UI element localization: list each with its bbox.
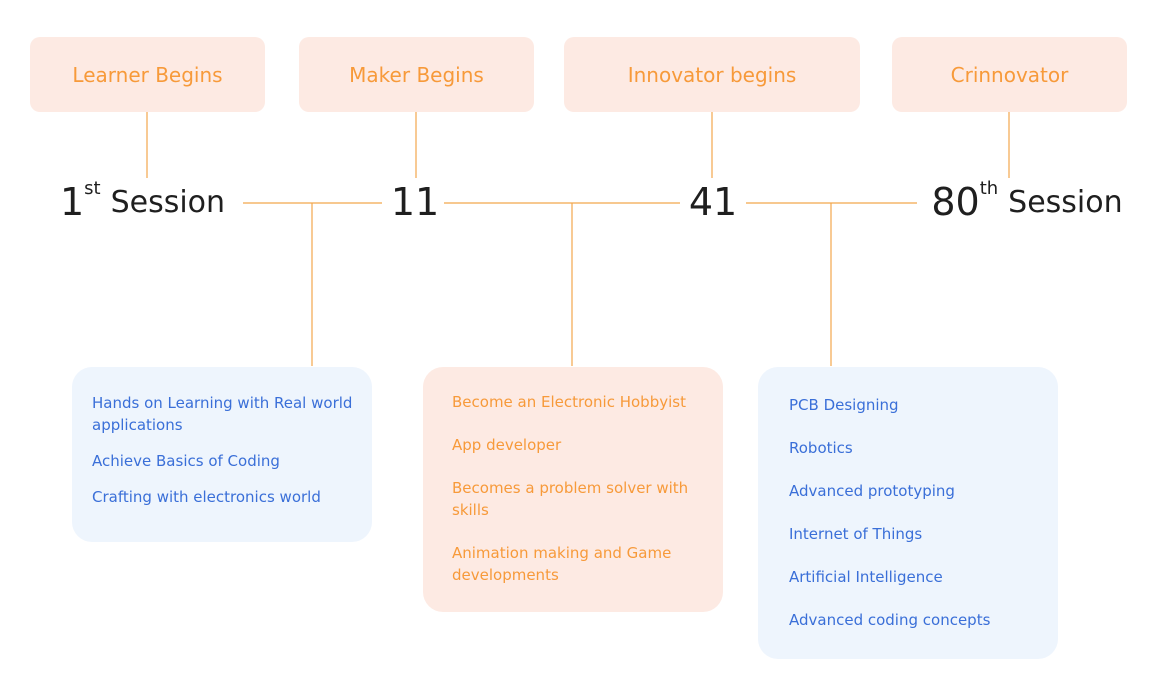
skill-item: Advanced prototyping [789,482,955,500]
skill-list: Become an Electronic Hobbyist App develo… [452,391,709,586]
milestone-number: 11 [390,180,440,224]
skill-list: PCB Designing Robotics Advanced prototyp… [789,394,1044,631]
skill-item: Advanced coding concepts [789,611,991,629]
connector-group [146,112,1010,366]
skill-item: App developer [452,436,562,454]
stage-label: Innovator begins [627,62,797,87]
milestone-41: 41 [682,172,744,232]
skill-item: Hands on Learning with Real world applic… [92,394,353,434]
skill-item: Become an Electronic Hobbyist [452,393,686,411]
milestone-suffix: th [979,177,999,199]
skill-item: Robotics [789,439,853,457]
skill-item: Animation making and Game developments [452,544,672,584]
stage-box-maker: Maker Begins [299,37,534,112]
milestone-number: 41 [688,180,738,224]
skill-item: Internet of Things [789,525,923,543]
stage-label: Learner Begins [72,62,223,87]
innovator-skills-panel: PCB Designing Robotics Advanced prototyp… [758,367,1058,659]
stage-box-learner: Learner Begins [30,37,265,112]
milestone-number: 80 [931,180,980,224]
stage-box-innovator: Innovator begins [564,37,860,112]
milestone-suffix: st [84,177,101,199]
skill-item: Achieve Basics of Coding [92,452,280,470]
milestone-word: Session [110,184,226,220]
skill-item: PCB Designing [789,396,899,414]
milestone-11: 11 [385,172,445,232]
maker-skills-panel: Become an Electronic Hobbyist App develo… [423,367,723,612]
skill-list: Hands on Learning with Real world applic… [92,392,358,508]
skill-item: Artificial Intelligence [789,568,943,586]
stage-box-crinnovator: Crinnovator [892,37,1127,112]
learner-skills-panel: Hands on Learning with Real world applic… [72,367,372,542]
milestone-number: 1 [59,180,85,224]
skill-item: Crafting with electronics world [92,488,321,506]
stage-label: Crinnovator [950,62,1069,87]
milestone-word: Session [1008,184,1123,220]
skill-item: Becomes a problem solver with skills [452,479,689,519]
stage-label: Maker Begins [349,62,484,87]
